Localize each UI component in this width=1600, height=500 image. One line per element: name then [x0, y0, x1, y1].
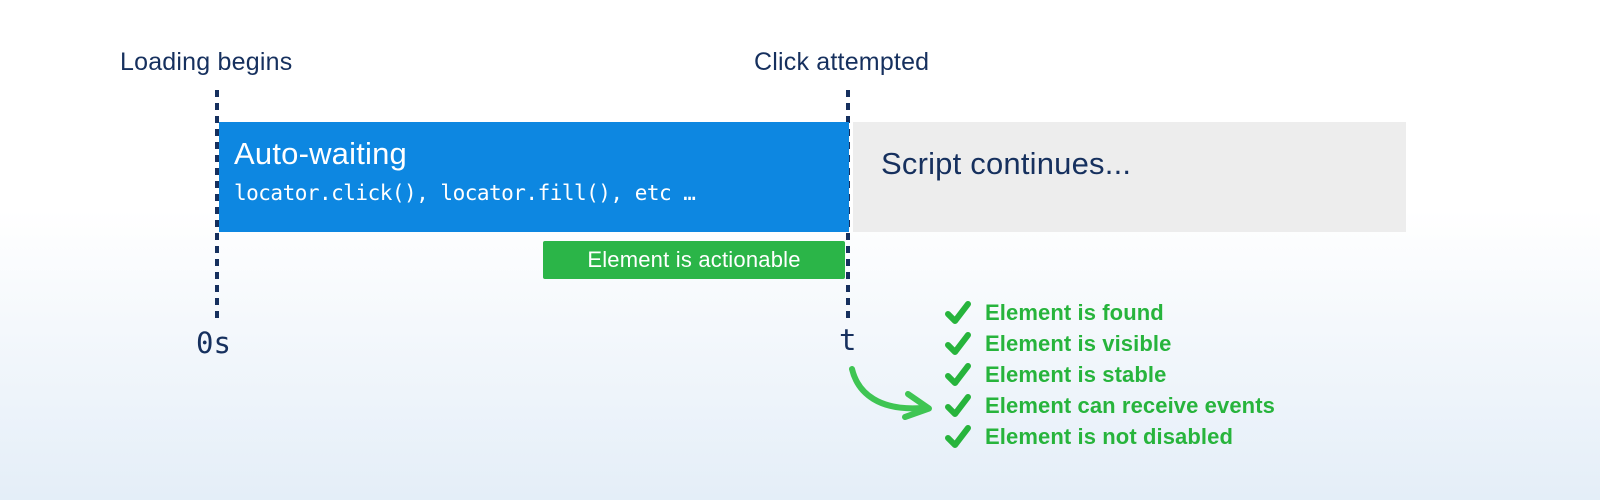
auto-waiting-title: Auto-waiting — [234, 136, 407, 171]
check-icon — [945, 300, 971, 324]
checklist-item-label: Element is stable — [985, 361, 1167, 387]
checklist-item: Element can receive events — [944, 390, 1275, 421]
auto-waiting-bar: Auto-waiting locator.click(), locator.fi… — [219, 122, 849, 232]
script-continues-bar: Script continues... — [853, 122, 1406, 232]
checklist-item-label: Element is found — [985, 299, 1164, 325]
check-icon — [945, 424, 971, 448]
element-actionable-badge: Element is actionable — [543, 241, 845, 279]
time-start-label: 0s — [196, 326, 231, 360]
checklist-item: Element is found — [944, 297, 1275, 328]
time-end-label: t — [839, 323, 857, 357]
curved-arrow-icon — [849, 366, 932, 420]
checklist-item-label: Element is visible — [985, 330, 1172, 356]
checklist-item: Element is visible — [944, 328, 1275, 359]
check-icon — [945, 362, 971, 386]
checklist-item-label: Element is not disabled — [985, 423, 1234, 449]
element-actionable-label: Element is actionable — [587, 247, 801, 272]
click-attempted-label: Click attempted — [754, 48, 930, 76]
timeline-start-dashed-line — [215, 90, 219, 322]
checklist-item-label: Element can receive events — [985, 392, 1275, 418]
check-icon — [945, 331, 971, 355]
script-continues-label: Script continues... — [881, 146, 1132, 181]
checklist: Element is found Element is visible Elem… — [944, 297, 1275, 452]
check-icon — [945, 393, 971, 417]
auto-waiting-code: locator.click(), locator.fill(), etc … — [234, 180, 696, 205]
checklist-item: Element is not disabled — [944, 421, 1275, 452]
checklist-item: Element is stable — [944, 359, 1275, 390]
loading-begins-label: Loading begins — [120, 48, 293, 76]
